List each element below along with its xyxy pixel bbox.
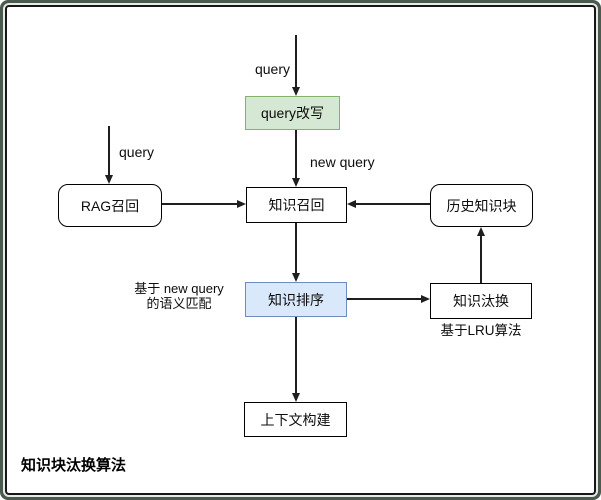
- node-knowledge-ranking-label: 知识排序: [268, 291, 324, 308]
- edge-label-query-top: query: [254, 61, 290, 77]
- arrowhead-left-icon: [347, 200, 356, 208]
- arrowhead-right-icon: [421, 295, 430, 303]
- node-rag-recall: RAG召回: [58, 184, 162, 227]
- node-knowledge-recall-label: 知识召回: [268, 197, 325, 213]
- arrow-line: [356, 203, 430, 205]
- annotation-lru: 基于LRU算法: [440, 323, 522, 338]
- arrowhead-down-icon: [292, 87, 300, 96]
- arrow-line: [347, 298, 421, 300]
- node-knowledge-eviction: 知识汰换: [430, 283, 532, 319]
- node-knowledge-ranking: 知识排序: [245, 282, 347, 317]
- arrowhead-up-icon: [477, 227, 485, 236]
- arrow-line: [295, 223, 297, 273]
- arrow-line: [162, 203, 237, 205]
- arrow-line: [295, 35, 297, 87]
- node-context-building-label: 上下文构建: [260, 411, 331, 428]
- annotation-semantic-match-line2: 的语义匹配: [146, 296, 212, 311]
- edge-label-new-query: new query: [310, 154, 375, 170]
- annotation-semantic-match-line1: 基于 new query: [134, 281, 224, 296]
- arrow-line: [480, 236, 482, 283]
- node-rag-recall-label: RAG召回: [80, 197, 140, 214]
- arrow-line: [108, 126, 110, 175]
- edge-label-query-left: query: [119, 144, 155, 160]
- arrowhead-down-icon: [105, 175, 113, 184]
- arrow-line: [295, 317, 297, 393]
- node-query-rewrite-label: query改写: [260, 105, 325, 121]
- node-context-building: 上下文构建: [244, 402, 347, 437]
- node-query-rewrite: query改写: [245, 96, 340, 130]
- node-history-knowledge-chunks: 历史知识块: [430, 184, 533, 227]
- arrowhead-down-icon: [292, 178, 300, 187]
- node-history-knowledge-chunks-label: 历史知识块: [446, 197, 517, 214]
- node-knowledge-recall: 知识召回: [246, 187, 347, 223]
- annotation-semantic-match: 基于 new query 的语义匹配: [118, 281, 240, 311]
- diagram-title: 知识块汰换算法: [21, 457, 127, 474]
- arrow-line: [295, 130, 297, 178]
- arrowhead-right-icon: [237, 200, 246, 208]
- arrowhead-down-icon: [292, 393, 300, 402]
- node-knowledge-eviction-label: 知识汰换: [453, 293, 509, 309]
- arrowhead-down-icon: [292, 273, 300, 282]
